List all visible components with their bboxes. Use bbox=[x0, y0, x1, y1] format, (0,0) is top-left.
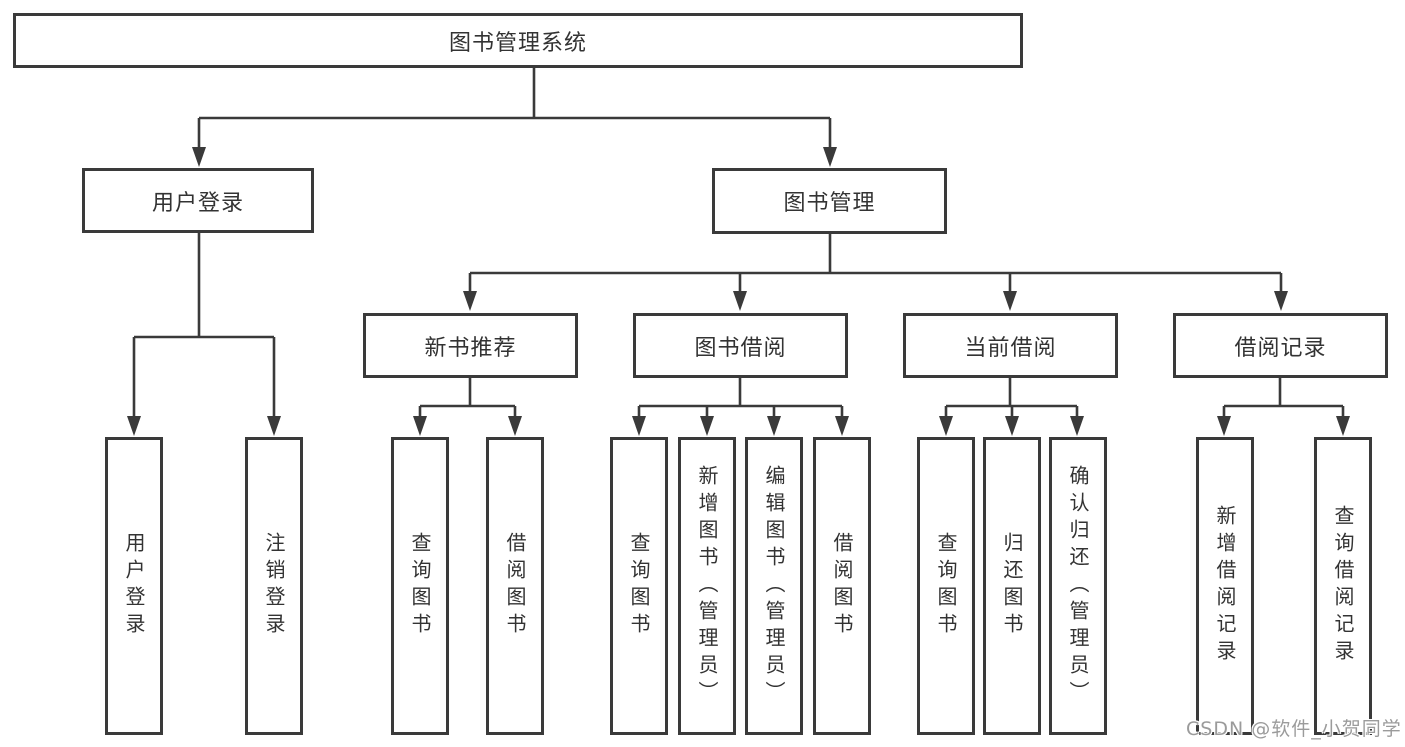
leaf-label: 借阅图书 bbox=[830, 532, 854, 640]
node-leaf-confirm-return-admin: 确认归还（管理员） bbox=[1049, 437, 1107, 735]
leaf-label: 注销登录 bbox=[262, 532, 286, 640]
node-leaf-query-books-current: 查询图书 bbox=[917, 437, 975, 735]
leaf-label: 查询借阅记录 bbox=[1331, 505, 1355, 667]
leaf-label: 新增借阅记录 bbox=[1213, 505, 1237, 667]
leaf-label: 查询图书 bbox=[934, 532, 958, 640]
leaf-label: 查询图书 bbox=[627, 532, 651, 640]
node-book-management: 图书管理 bbox=[712, 168, 947, 234]
node-book-borrowing: 图书借阅 bbox=[633, 313, 848, 378]
node-borrowing-records: 借阅记录 bbox=[1173, 313, 1388, 378]
node-leaf-logout: 注销登录 bbox=[245, 437, 303, 735]
node-leaf-edit-book-admin: 编辑图书（管理员） bbox=[745, 437, 803, 735]
node-current-borrowing: 当前借阅 bbox=[903, 313, 1118, 378]
leaf-label: 借阅图书 bbox=[503, 532, 527, 640]
leaf-label: 归还图书 bbox=[1000, 532, 1024, 640]
node-user-login: 用户登录 bbox=[82, 168, 314, 233]
leaf-label: 查询图书 bbox=[408, 532, 432, 640]
node-leaf-borrow-books-borrowing: 借阅图书 bbox=[813, 437, 871, 735]
node-leaf-query-books-recommend: 查询图书 bbox=[391, 437, 449, 735]
node-leaf-add-borrow-record: 新增借阅记录 bbox=[1196, 437, 1254, 735]
node-leaf-borrow-books-recommend: 借阅图书 bbox=[486, 437, 544, 735]
node-library-management-system: 图书管理系统 bbox=[13, 13, 1023, 68]
leaf-label: 编辑图书（管理员） bbox=[762, 464, 786, 708]
csdn-watermark: CSDN @软件_小贺同学 bbox=[1186, 718, 1402, 740]
node-leaf-return-book: 归还图书 bbox=[983, 437, 1041, 735]
arrowheads bbox=[127, 147, 1350, 436]
node-leaf-user-login: 用户登录 bbox=[105, 437, 163, 735]
leaf-label: 用户登录 bbox=[122, 532, 146, 640]
leaf-label: 确认归还（管理员） bbox=[1066, 464, 1090, 708]
node-leaf-query-borrow-record: 查询借阅记录 bbox=[1314, 437, 1372, 735]
node-new-book-recommendation: 新书推荐 bbox=[363, 313, 578, 378]
leaf-label: 新增图书（管理员） bbox=[695, 464, 719, 708]
node-leaf-add-book-admin: 新增图书（管理员） bbox=[678, 437, 736, 735]
node-leaf-query-books-borrowing: 查询图书 bbox=[610, 437, 668, 735]
